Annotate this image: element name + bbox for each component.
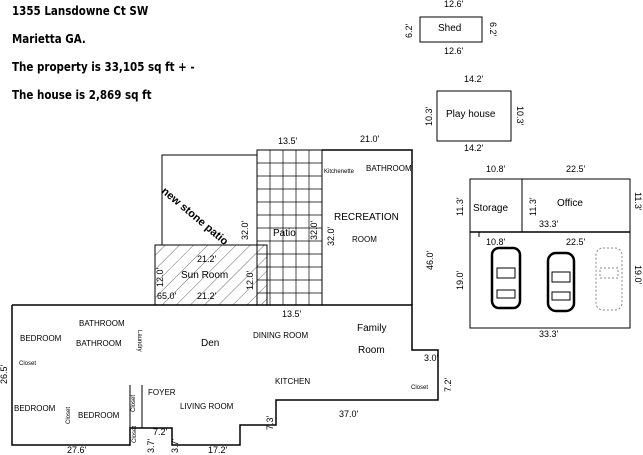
sunroom-right-dim: 12.0' xyxy=(245,270,255,290)
shed-bottom-dim: 12.6' xyxy=(444,46,464,56)
garage-left-dim: 19.0' xyxy=(455,270,465,290)
garage-inner-width-dim: 33.3' xyxy=(539,219,559,229)
closet-label-bottom: Closet xyxy=(132,425,138,443)
closet-label-mid: Closet xyxy=(66,406,72,424)
playhouse-bottom-dim: 14.2' xyxy=(464,143,484,153)
stone-patio xyxy=(154,154,268,306)
sunroom-label: Sun Room xyxy=(181,270,229,281)
playhouse-right-dim: 10.3' xyxy=(515,106,525,126)
sunroom-top-dim: 21.2' xyxy=(197,254,217,264)
bathroom-label-1: BATHROOM xyxy=(79,319,125,328)
garage-mid-left-dim: 10.8' xyxy=(486,237,506,247)
rec-bathroom-label: BATHROOM xyxy=(366,164,412,173)
dining-room-label: DINING ROOM xyxy=(253,331,309,340)
shed-left-dim: 6.2' xyxy=(404,23,414,38)
bedroom-label-2: BEDROOM xyxy=(14,404,56,413)
sunroom-bottom-dim: 21.2' xyxy=(197,291,217,301)
patio-right-dim: 32.0' xyxy=(309,220,319,240)
patio-top-dim: 13.5' xyxy=(278,136,298,146)
car-2 xyxy=(546,251,576,313)
foyer-label: FOYER xyxy=(148,388,176,397)
closet-label-mid2: Closet xyxy=(131,394,137,412)
laundry-label: Laundry xyxy=(136,330,142,352)
house-outline xyxy=(11,304,439,446)
house-left-dim: 26.5' xyxy=(0,364,9,384)
shed-outline xyxy=(419,16,483,43)
storage-left-dim: 11.3' xyxy=(455,197,465,216)
den-label: Den xyxy=(201,338,220,349)
dim-37: 37.0' xyxy=(339,409,359,419)
rec-left-dim: 32.0' xyxy=(326,226,336,246)
dim-3-0: 3.0' xyxy=(424,353,439,363)
dim-65: 65.0' xyxy=(157,291,177,301)
storage-label: Storage xyxy=(473,203,509,214)
closet-label-left: Closet xyxy=(19,361,37,367)
bedroom-label-3: BEDROOM xyxy=(78,411,120,420)
car-3 xyxy=(595,247,623,311)
step-dim-1: 3.7' xyxy=(146,438,156,453)
dim-7-3: 7.3' xyxy=(265,415,275,430)
sunroom-left-dim: 12.0' xyxy=(155,267,165,287)
kitchenette-label: Kitchenette xyxy=(324,169,355,175)
patio-bottom-dim: 13.5' xyxy=(282,309,302,319)
property-size: The property is 33,105 sq ft + - xyxy=(12,60,195,74)
patio-left-dim: 32.0' xyxy=(240,220,250,240)
garage-bottom-dim: 33.3' xyxy=(539,329,559,339)
house-bottom-mid-dim: 17.2' xyxy=(208,445,228,455)
playhouse-outline xyxy=(436,90,512,142)
playhouse-label: Play house xyxy=(446,109,496,120)
city: Marietta GA. xyxy=(12,32,86,46)
bathroom-label-2: BATHROOM xyxy=(76,339,122,348)
house-size: The house is 2,869 sq ft xyxy=(12,88,152,102)
rec-right-dim: 46.0' xyxy=(425,250,435,270)
garage-right-dim: 19.0' xyxy=(633,265,643,285)
house-bottom-left-dim: 27.6' xyxy=(67,445,87,455)
closet-label-right: Closet xyxy=(411,385,429,391)
step-dim-2: 7.2' xyxy=(153,427,168,437)
kitchen-label: KITCHEN xyxy=(275,377,311,386)
playhouse-top-dim: 14.2' xyxy=(464,74,484,84)
garage-outline xyxy=(469,178,631,329)
shed-top-dim: 12.6' xyxy=(444,0,464,9)
rec-top-dim: 21.0' xyxy=(360,134,380,144)
living-room-label: LIVING ROOM xyxy=(180,402,234,411)
garage-top-left-dim: 10.8' xyxy=(486,164,506,174)
office-right-dim: 11.3' xyxy=(633,192,643,211)
bedroom-label-1: BEDROOM xyxy=(20,334,62,343)
shed-right-dim: 6.2' xyxy=(488,22,498,37)
recreation-label: RECREATION xyxy=(334,212,399,223)
family-label: Family xyxy=(357,323,387,334)
family-room-label: Room xyxy=(358,345,385,356)
patio-label: Patio xyxy=(273,228,296,239)
garage-mid-right-dim: 22.5' xyxy=(566,237,586,247)
dim-7-2: 7.2' xyxy=(443,377,453,392)
recreation-room-label: ROOM xyxy=(352,235,377,244)
patio-grid xyxy=(256,149,323,306)
shed-label: Shed xyxy=(438,23,462,34)
address: 1355 Lansdowne Ct SW xyxy=(12,4,149,18)
storage-right-dim: 11.3' xyxy=(528,197,538,216)
garage-top-right-dim: 22.5' xyxy=(566,164,586,174)
step-dim-3: 3.7' xyxy=(170,438,180,453)
car-1 xyxy=(490,246,522,310)
office-label: Office xyxy=(557,198,583,209)
playhouse-left-dim: 10.3' xyxy=(424,106,434,126)
